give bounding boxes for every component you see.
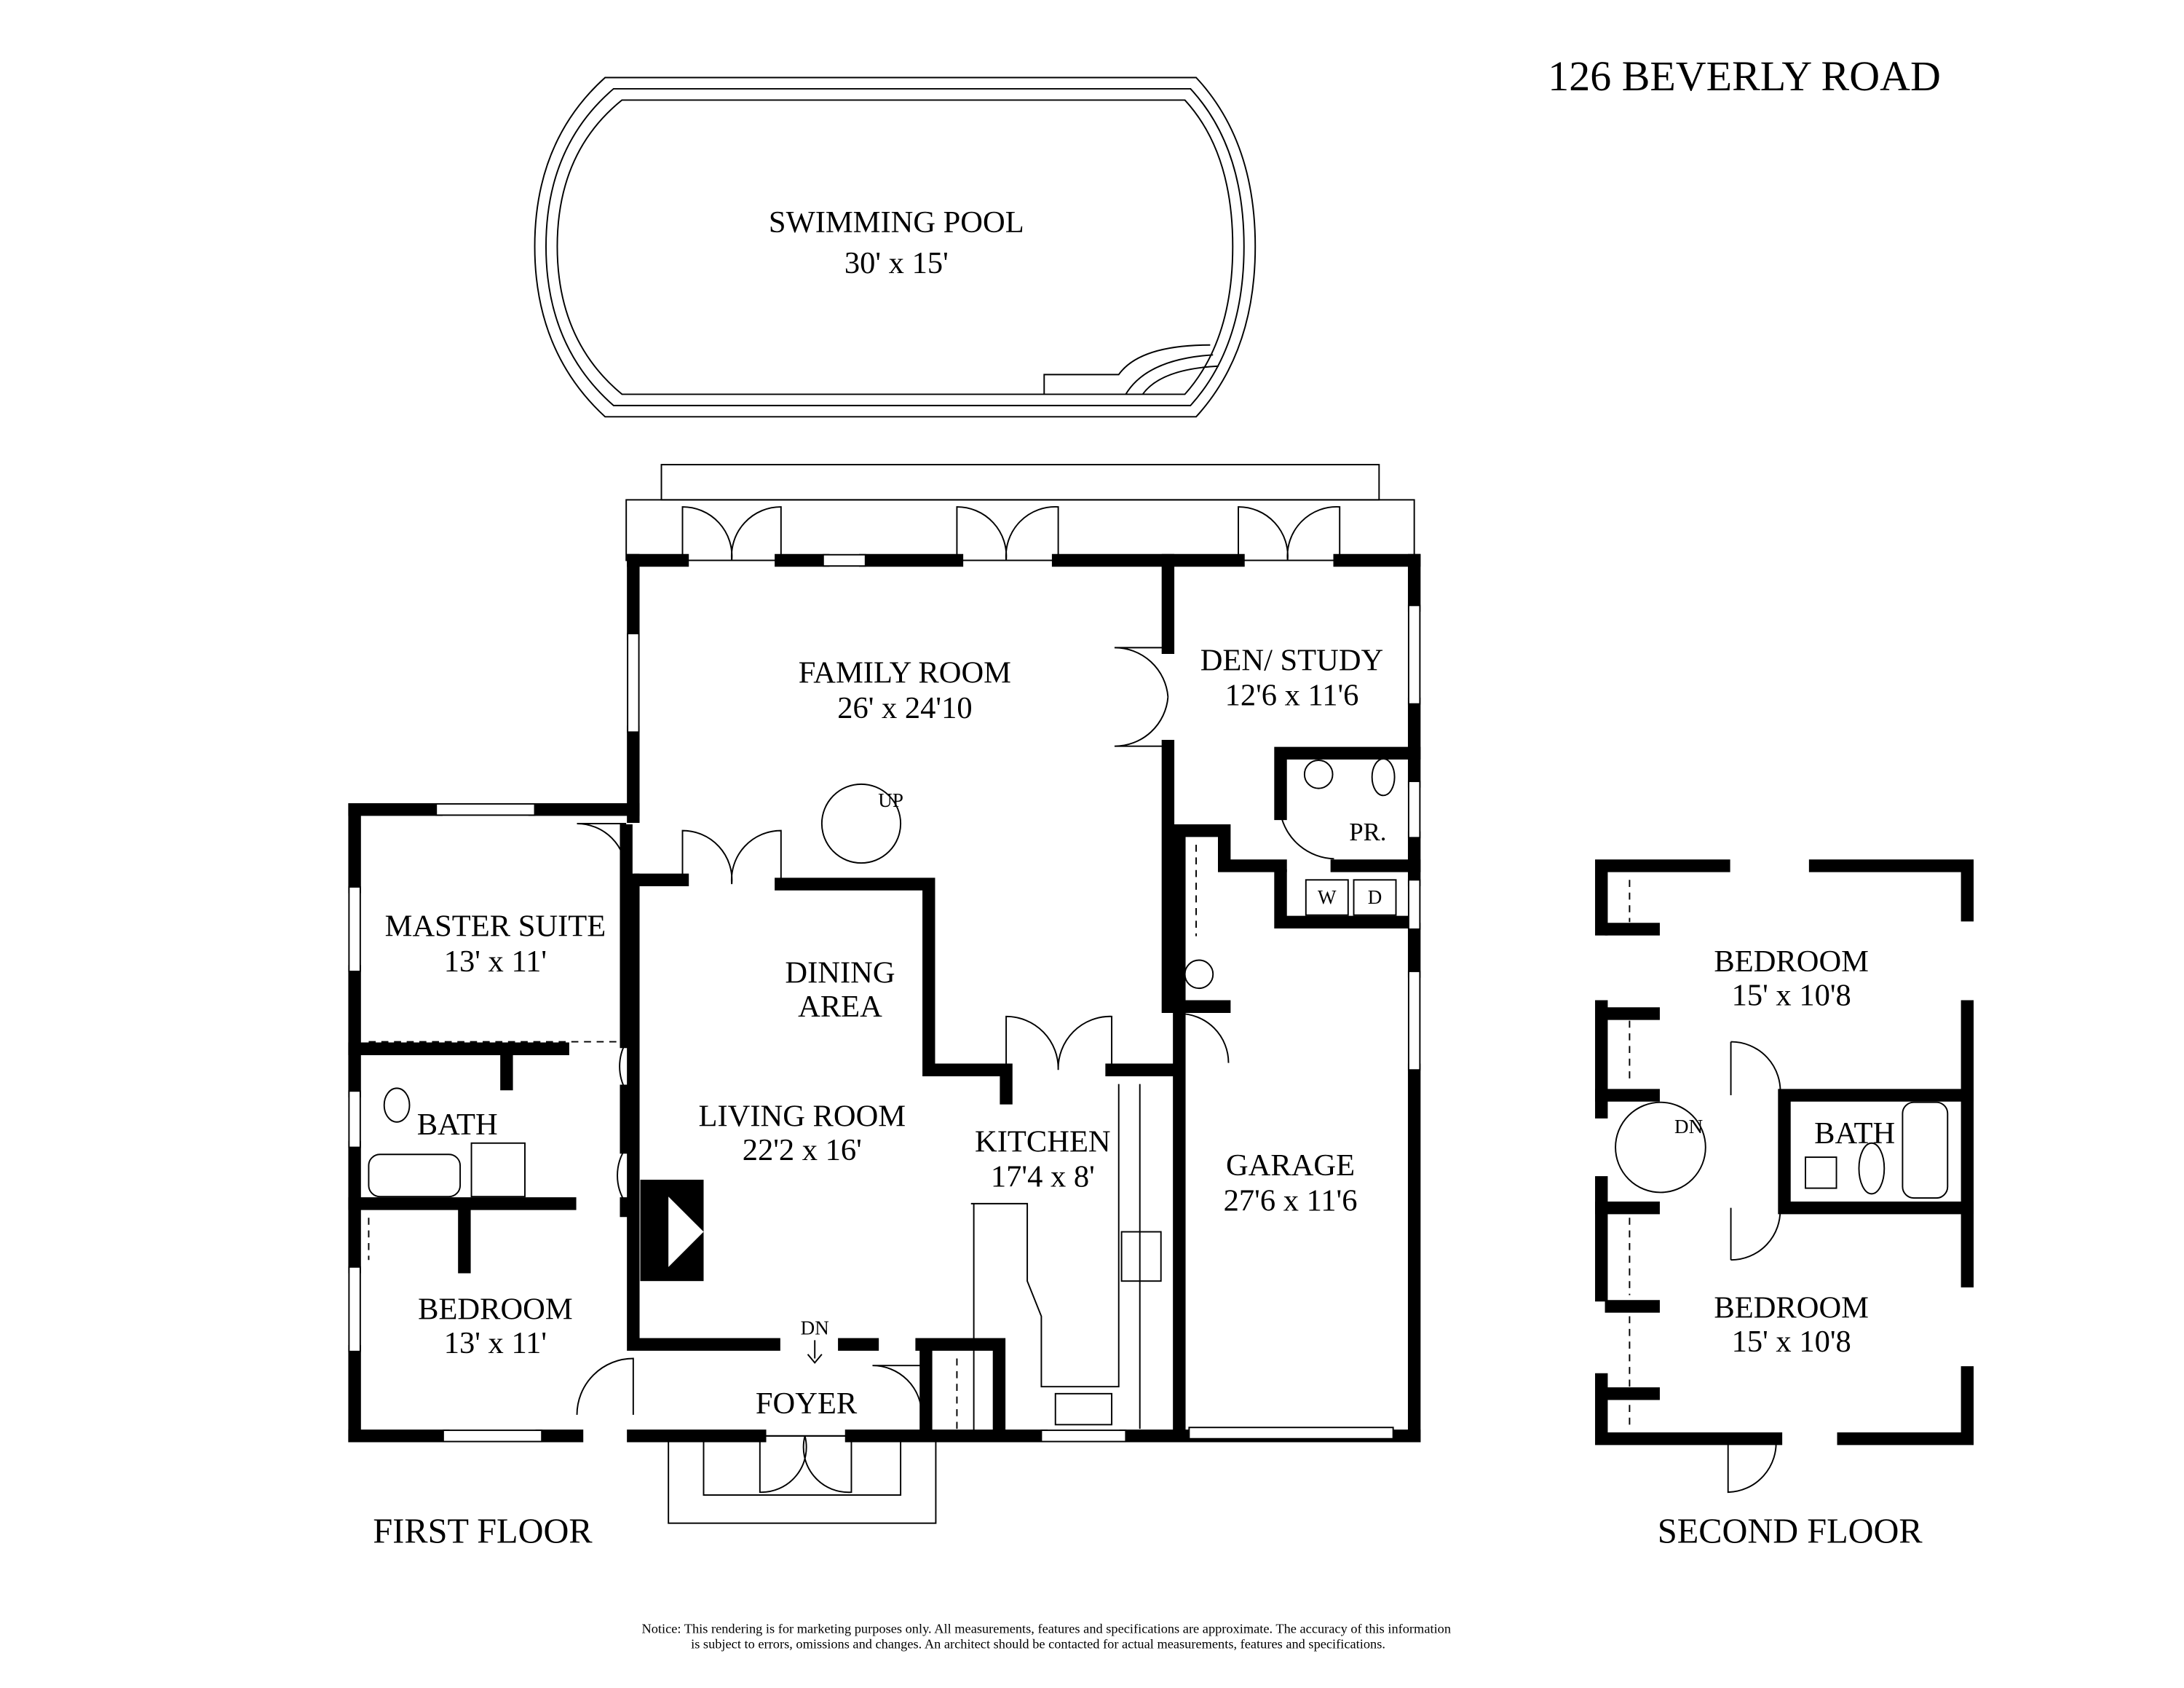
washer — [1305, 879, 1349, 916]
dryer-label: D — [1368, 886, 1382, 908]
bedroom-dims: 13' x 11' — [444, 1326, 547, 1360]
den-label: DEN/ STUDY — [1200, 643, 1384, 677]
front-landing — [703, 1435, 902, 1496]
family-room-dims: 26' x 24'10 — [837, 691, 972, 725]
spiral-stair-icon — [1615, 1101, 1706, 1194]
dining-label-2: AREA — [798, 990, 882, 1024]
bathtub — [368, 1153, 462, 1198]
first-floor-walls — [348, 553, 1421, 1443]
living-room-dims: 22'2 x 16' — [743, 1133, 862, 1167]
first-floor-label: FIRST FLOOR — [373, 1513, 593, 1551]
den-dims: 12'6 x 11'6 — [1225, 679, 1359, 713]
bedroom-2-dims: 15' x 10'8 — [1732, 978, 1851, 1012]
bathtub — [1902, 1101, 1949, 1199]
doors — [576, 506, 1341, 1494]
powder-room-label: PR. — [1349, 818, 1386, 846]
dining-label: DINING — [785, 955, 895, 990]
windows — [348, 553, 1421, 1443]
garage-dims: 27'6 x 11'6 — [1224, 1184, 1358, 1218]
kitchen-counters — [970, 1084, 1141, 1436]
kitchen-label: KITCHEN — [975, 1124, 1111, 1159]
master-suite-dims: 13' x 11' — [444, 944, 547, 979]
kitchen-dims: 17'4 x 8' — [991, 1160, 1095, 1194]
spiral-stair-icon — [820, 783, 902, 864]
patio — [625, 499, 1415, 561]
pool-dims: 30' x 15' — [844, 246, 949, 280]
living-room-label: LIVING ROOM — [699, 1100, 906, 1134]
toilet-icon — [383, 1087, 411, 1123]
bedroom-2-label: BEDROOM — [1714, 944, 1869, 979]
bath-label: BATH — [417, 1108, 498, 1142]
dryer — [1353, 879, 1397, 916]
toilet-icon — [1858, 1142, 1886, 1195]
second-floor-walls — [1595, 859, 1974, 1446]
patio-step — [660, 464, 1380, 501]
bedroom-3-dims: 15' x 10'8 — [1732, 1325, 1851, 1359]
kitchen-sink — [1054, 1392, 1113, 1426]
pool-label: SWIMMING POOL — [769, 205, 1024, 240]
garage-label: GARAGE — [1226, 1148, 1355, 1183]
front-steps — [668, 1435, 937, 1524]
stair-up-label: UP — [878, 789, 903, 811]
bath-2-label: BATH — [1814, 1116, 1895, 1151]
master-suite-label: MASTER SUITE — [385, 910, 606, 944]
sink-icon — [1805, 1156, 1837, 1189]
shower — [470, 1142, 526, 1198]
swimming-pool: SWIMMING POOL 30' x 15' — [534, 76, 1257, 418]
arrow-down-icon — [807, 1340, 823, 1364]
washer-label: W — [1318, 886, 1337, 908]
doors-2 — [1727, 1041, 1781, 1494]
property-address: 126 BEVERLY ROAD — [1548, 52, 1941, 100]
cooktop — [1120, 1231, 1162, 1282]
fireplace-opening — [668, 1196, 704, 1267]
stair-down-label-2: DN — [1674, 1116, 1703, 1137]
toilet-icon — [1371, 758, 1396, 797]
notice-line-1: Notice: This rendering is for marketing … — [641, 1621, 1451, 1636]
stair-down-label: DN — [801, 1317, 829, 1339]
sink-icon — [1303, 760, 1334, 789]
water-heater-icon — [1184, 959, 1214, 990]
bedroom-label: BEDROOM — [418, 1292, 573, 1326]
family-room-label: FAMILY ROOM — [799, 656, 1011, 690]
second-floor-label: SECOND FLOOR — [1658, 1513, 1923, 1551]
notice-line-2: is subject to errors, omissions and chan… — [691, 1637, 1385, 1652]
bedroom-3-label: BEDROOM — [1714, 1290, 1869, 1325]
foyer-label: FOYER — [756, 1387, 858, 1421]
